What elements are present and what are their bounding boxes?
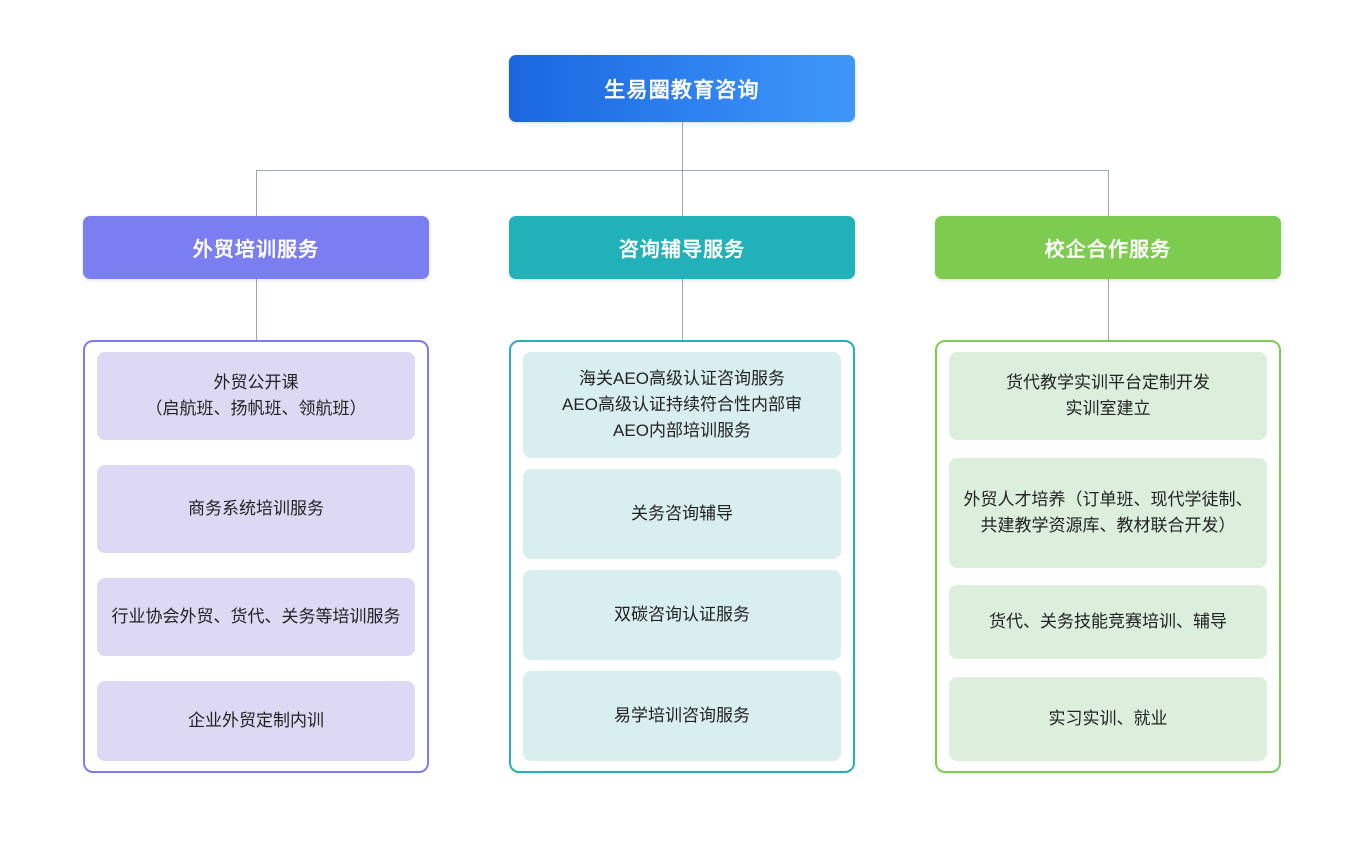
- service-item[interactable]: 货代、关务技能竞赛培训、辅导: [949, 585, 1267, 660]
- root-node[interactable]: 生易圈教育咨询: [509, 55, 855, 122]
- service-item[interactable]: 货代教学实训平台定制开发 实训室建立: [949, 352, 1267, 440]
- category-header-label: 外贸培训服务: [192, 239, 320, 261]
- service-item[interactable]: 实习实训、就业: [949, 676, 1267, 761]
- service-item[interactable]: 企业外贸定制内训: [97, 681, 415, 761]
- service-panel-waimao-peixun: 外贸公开课 （启航班、扬帆班、领航班） 商务系统培训服务 行业协会外贸、货代、关…: [83, 340, 429, 773]
- connector-header-to-panel-2: [1108, 279, 1109, 340]
- service-item[interactable]: 关务咨询辅导: [523, 469, 841, 559]
- service-item[interactable]: 双碳咨询认证服务: [523, 570, 841, 660]
- category-header-label: 校企合作服务: [1044, 239, 1172, 261]
- connector-drop-branch-1: [682, 170, 683, 216]
- service-panel-zixun-fudao: 海关AEO高级认证咨询服务 AEO高级认证持续符合性内部审 AEO内部培训服务 …: [509, 340, 855, 773]
- service-item[interactable]: 商务系统培训服务: [97, 465, 415, 553]
- category-header-label: 咨询辅导服务: [618, 239, 746, 261]
- connector-drop-branch-0: [256, 170, 257, 216]
- service-item[interactable]: 海关AEO高级认证咨询服务 AEO高级认证持续符合性内部审 AEO内部培训服务: [523, 352, 841, 458]
- root-node-label: 生易圈教育咨询: [604, 78, 760, 102]
- category-header-waimao-peixun[interactable]: 外贸培训服务: [83, 216, 429, 279]
- connector-header-to-panel-0: [256, 279, 257, 340]
- service-panel-xiaoqi-hezuo: 货代教学实训平台定制开发 实训室建立 外贸人才培养（订单班、现代学徒制、共建教学…: [935, 340, 1281, 773]
- connector-header-to-panel-1: [682, 279, 683, 340]
- connector-drop-branch-2: [1108, 170, 1109, 216]
- category-header-xiaoqi-hezuo[interactable]: 校企合作服务: [935, 216, 1281, 279]
- service-item[interactable]: 外贸人才培养（订单班、现代学徒制、共建教学资源库、教材联合开发）: [949, 457, 1267, 568]
- category-header-zixun-fudao[interactable]: 咨询辅导服务: [509, 216, 855, 279]
- connector-root-stem: [682, 122, 683, 170]
- service-item[interactable]: 外贸公开课 （启航班、扬帆班、领航班）: [97, 352, 415, 440]
- service-item[interactable]: 易学培训咨询服务: [523, 671, 841, 761]
- service-item[interactable]: 行业协会外贸、货代、关务等培训服务: [97, 578, 415, 656]
